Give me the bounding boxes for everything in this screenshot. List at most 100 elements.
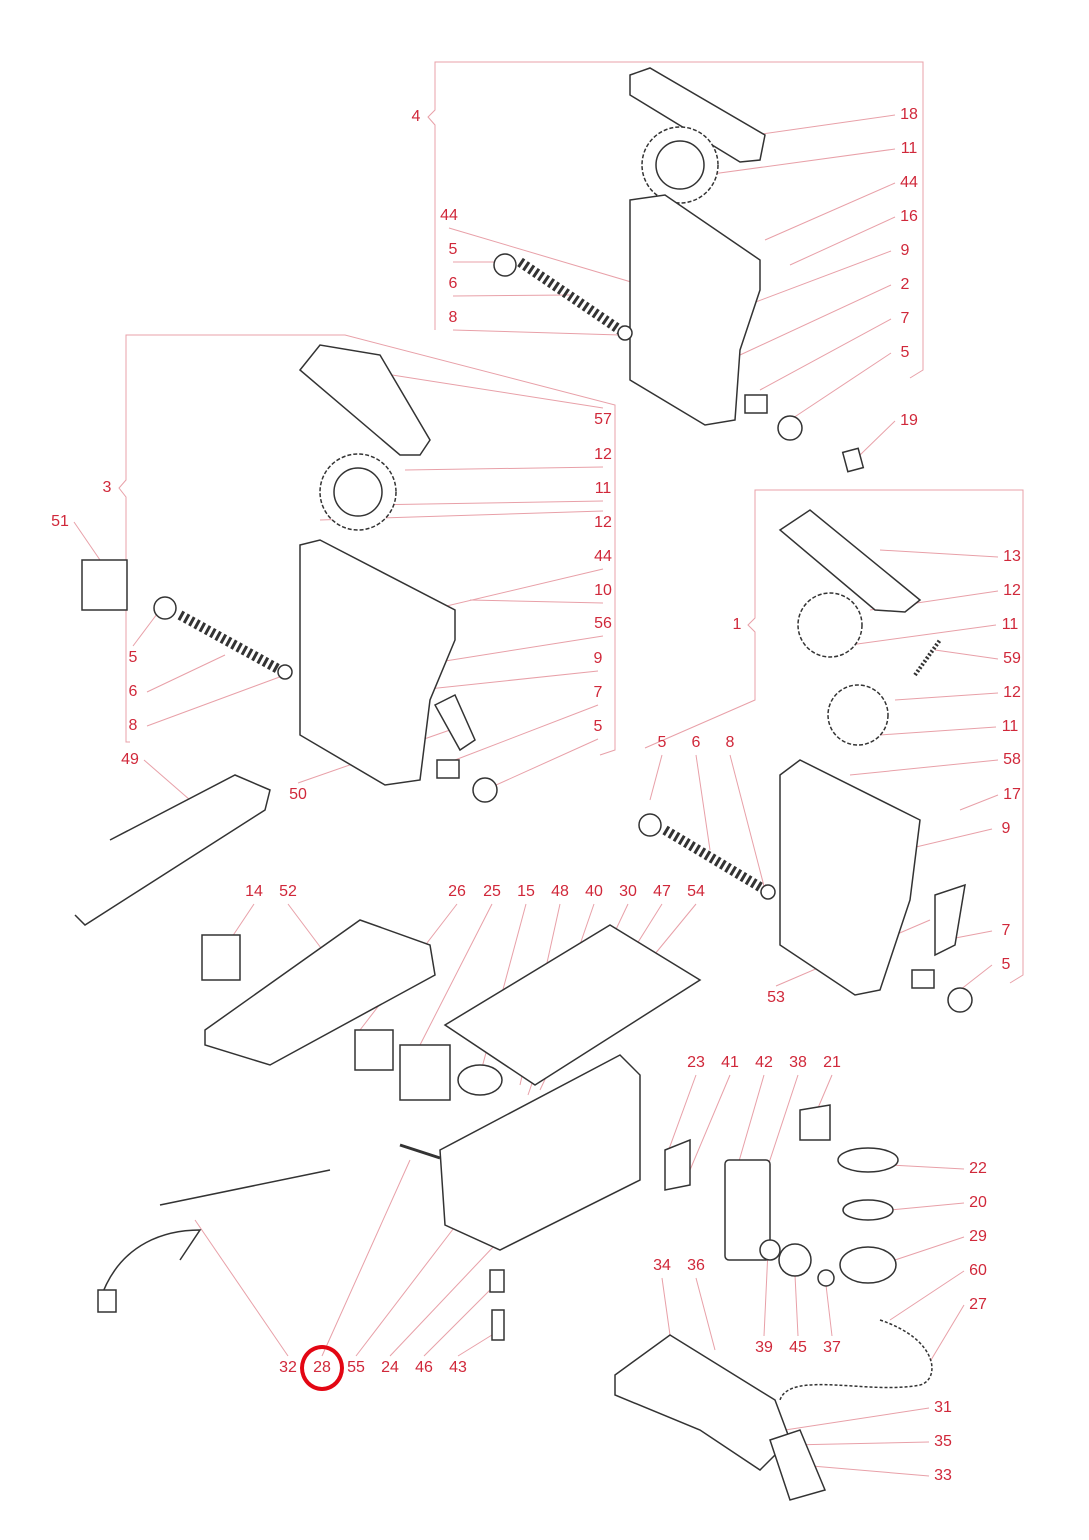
leader-line bbox=[759, 318, 892, 391]
leader-line bbox=[849, 759, 999, 776]
callout-label-36: 36 bbox=[687, 1257, 705, 1274]
bracket-group-3 bbox=[118, 334, 616, 756]
leader-line bbox=[889, 1270, 965, 1321]
leader-line bbox=[763, 1249, 769, 1337]
leader-line bbox=[784, 1407, 930, 1431]
leader-line bbox=[649, 754, 663, 801]
callout-label-7: 7 bbox=[900, 310, 910, 327]
chassis-part bbox=[439, 1054, 641, 1251]
callout-label-43: 43 bbox=[449, 1359, 467, 1376]
callout-label-20: 20 bbox=[969, 1194, 987, 1211]
cable-harness-part bbox=[99, 1169, 331, 1301]
callout-label-5: 5 bbox=[593, 718, 603, 735]
leader-line bbox=[143, 759, 191, 801]
bracket-group-4 bbox=[427, 61, 924, 379]
callout-label-13: 13 bbox=[1003, 548, 1021, 565]
leader-line bbox=[649, 903, 697, 961]
leader-line bbox=[889, 1202, 965, 1211]
leader-line bbox=[404, 466, 604, 471]
callout-label-47: 47 bbox=[653, 883, 671, 900]
callout-label-44: 44 bbox=[900, 174, 918, 191]
callout-label-15: 15 bbox=[517, 883, 535, 900]
callout-label-37: 37 bbox=[823, 1339, 841, 1356]
callout-label-56: 56 bbox=[594, 615, 612, 632]
group-brackets bbox=[118, 61, 1024, 984]
leader-line bbox=[419, 635, 604, 666]
callout-label-7: 7 bbox=[593, 684, 603, 701]
leader-line bbox=[359, 369, 604, 409]
leader-line bbox=[419, 903, 493, 1046]
mixer-plate-part bbox=[724, 1159, 771, 1261]
leader-line bbox=[695, 1277, 716, 1351]
leader-line bbox=[734, 1074, 765, 1176]
leader-line bbox=[799, 1464, 930, 1477]
leader-line bbox=[469, 599, 604, 604]
leader-line bbox=[789, 352, 892, 421]
callout-label-33: 33 bbox=[934, 1467, 952, 1484]
callout-label-11: 11 bbox=[1001, 616, 1019, 633]
chute-part bbox=[433, 693, 476, 752]
leader-line bbox=[389, 1244, 496, 1357]
callout-label-42: 42 bbox=[755, 1054, 773, 1071]
leader-line bbox=[934, 649, 999, 660]
callout-label-9: 9 bbox=[593, 650, 603, 667]
callout-label-45: 45 bbox=[789, 1339, 807, 1356]
callout-label-9: 9 bbox=[1001, 820, 1011, 837]
leader-line bbox=[355, 1219, 461, 1357]
mixer-part bbox=[799, 1104, 831, 1141]
callout-label-6: 6 bbox=[448, 275, 458, 292]
callout-label-40: 40 bbox=[585, 883, 603, 900]
callout-label-1: 1 bbox=[732, 616, 742, 633]
callout-label-27: 27 bbox=[969, 1296, 987, 1313]
callout-label-35: 35 bbox=[934, 1433, 952, 1450]
callout-label-39: 39 bbox=[755, 1339, 773, 1356]
callout-label-8: 8 bbox=[725, 734, 735, 751]
parts bbox=[74, 67, 973, 1501]
leader-line bbox=[959, 794, 999, 811]
callout-label-10: 10 bbox=[594, 582, 612, 599]
callout-label-6: 6 bbox=[128, 683, 138, 700]
callout-label-5: 5 bbox=[128, 649, 138, 666]
callout-label-41: 41 bbox=[721, 1054, 739, 1071]
leader-line bbox=[825, 1284, 833, 1337]
leader-line bbox=[729, 754, 766, 891]
callout-label-48: 48 bbox=[551, 883, 569, 900]
callout-label-18: 18 bbox=[900, 106, 918, 123]
callout-label-7: 7 bbox=[1001, 922, 1011, 939]
pin-part bbox=[399, 1143, 441, 1160]
highlight-circle bbox=[300, 1345, 344, 1391]
nut-part bbox=[493, 253, 517, 277]
callout-label-16: 16 bbox=[900, 208, 918, 225]
leader-line bbox=[859, 420, 896, 456]
fan-motor-part bbox=[457, 1064, 503, 1096]
callout-label-22: 22 bbox=[969, 1160, 987, 1177]
leader-line bbox=[695, 754, 711, 851]
tube-part bbox=[779, 1319, 933, 1401]
callout-label-2: 2 bbox=[900, 276, 910, 293]
leader-line bbox=[664, 1074, 697, 1161]
callout-label-51: 51 bbox=[51, 513, 69, 530]
leader-line bbox=[894, 1236, 965, 1261]
leader-line bbox=[369, 500, 604, 506]
callout-label-25: 25 bbox=[483, 883, 501, 900]
hopper-lid-part bbox=[629, 67, 766, 163]
leader-line bbox=[484, 738, 599, 791]
leader-line bbox=[959, 964, 993, 991]
gasket-part bbox=[841, 447, 865, 473]
callout-label-44: 44 bbox=[440, 207, 458, 224]
callout-label-5: 5 bbox=[1001, 956, 1011, 973]
callout-label-5: 5 bbox=[657, 734, 667, 751]
nozzle-part bbox=[769, 1429, 827, 1501]
leader-line bbox=[764, 1074, 799, 1176]
callout-label-44: 44 bbox=[594, 548, 612, 565]
callout-label-8: 8 bbox=[128, 717, 138, 734]
leader-line bbox=[452, 329, 621, 336]
wiring-harness-part bbox=[74, 774, 271, 926]
callout-label-12: 12 bbox=[594, 446, 612, 463]
plate-part bbox=[443, 924, 702, 1086]
leader-line bbox=[879, 549, 999, 558]
hopper-part bbox=[299, 539, 456, 786]
tray-part bbox=[204, 919, 436, 1066]
hopper-part bbox=[779, 759, 921, 996]
